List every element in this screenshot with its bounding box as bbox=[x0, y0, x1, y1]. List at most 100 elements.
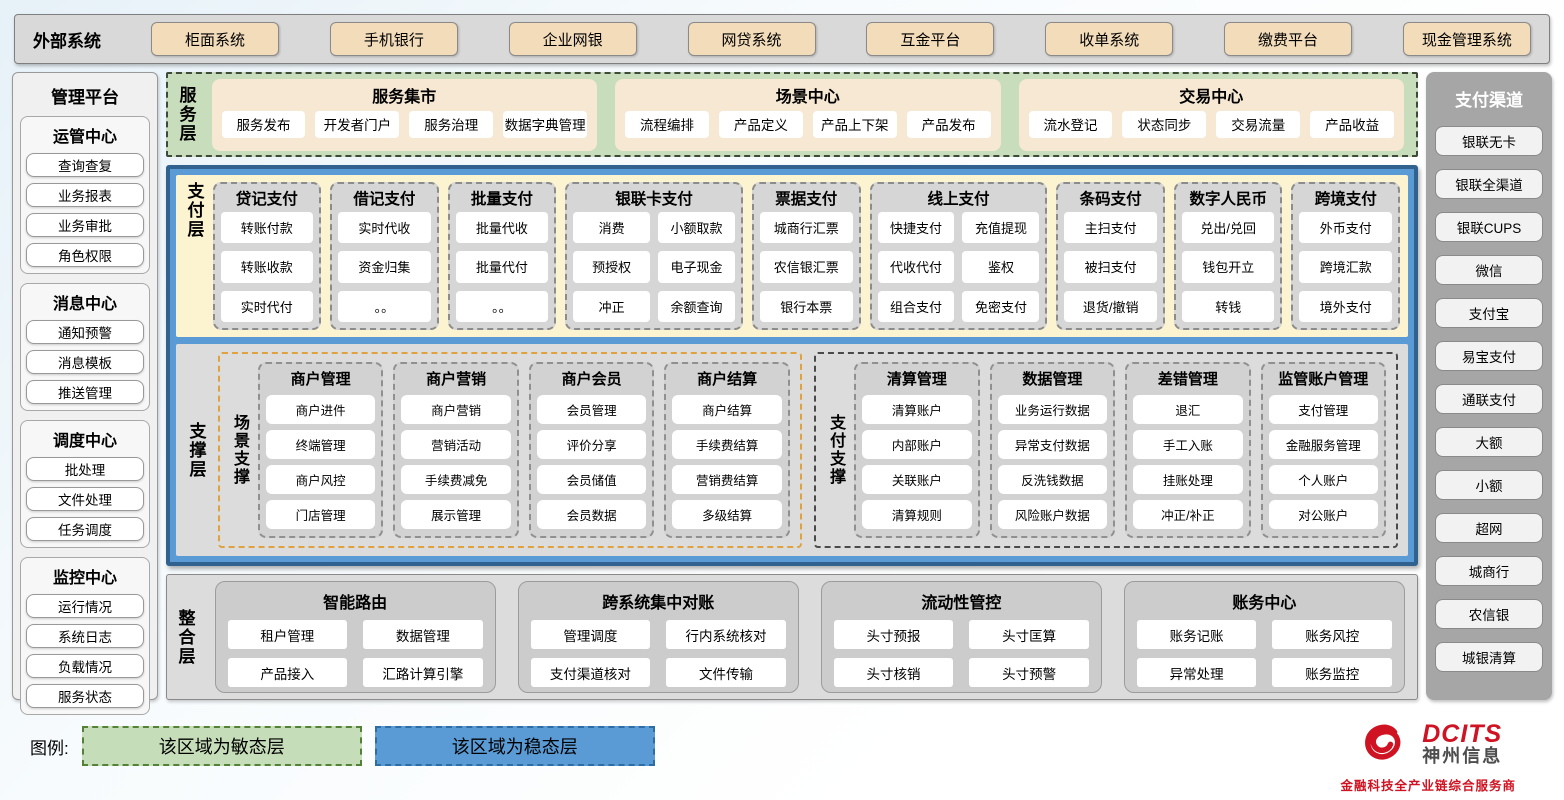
integration-item[interactable]: 头寸匡算 bbox=[969, 620, 1089, 649]
payment-item[interactable]: 代收代付 bbox=[877, 251, 955, 283]
support-item[interactable]: 会员数据 bbox=[536, 500, 647, 529]
service-item[interactable]: 产品上下架 bbox=[812, 110, 897, 138]
payment-item[interactable]: 外币支付 bbox=[1299, 212, 1392, 244]
support-item[interactable]: 商户结算 bbox=[672, 395, 782, 424]
integration-item[interactable]: 头寸核销 bbox=[833, 658, 954, 687]
payment-channel-item[interactable]: 超网 bbox=[1435, 513, 1543, 543]
payment-item[interactable]: 退货/撤销 bbox=[1064, 290, 1157, 322]
payment-item[interactable]: 快捷支付 bbox=[877, 212, 955, 244]
support-item[interactable]: 支付管理 bbox=[1268, 395, 1379, 424]
payment-item[interactable]: 批量代付 bbox=[455, 251, 549, 283]
payment-item[interactable]: 。。 bbox=[455, 290, 549, 322]
management-item[interactable]: 负载情况 bbox=[26, 654, 144, 678]
management-item[interactable]: 推送管理 bbox=[26, 380, 144, 404]
support-item[interactable]: 营销活动 bbox=[401, 430, 511, 459]
integration-item[interactable]: 头寸预警 bbox=[969, 658, 1089, 687]
payment-item[interactable]: 小额取款 bbox=[658, 212, 735, 244]
payment-channel-item[interactable]: 支付宝 bbox=[1435, 298, 1543, 328]
integration-item[interactable]: 汇路计算引擎 bbox=[363, 658, 483, 687]
support-item[interactable]: 清算账户 bbox=[862, 395, 972, 424]
service-item[interactable]: 开发者门户 bbox=[315, 110, 400, 138]
external-system-button-1[interactable]: 柜面系统 bbox=[151, 22, 279, 56]
payment-item[interactable]: 转账付款 bbox=[220, 212, 314, 244]
payment-item[interactable]: 。。 bbox=[338, 290, 431, 322]
payment-item[interactable]: 电子现金 bbox=[658, 251, 735, 283]
payment-item[interactable]: 跨境汇款 bbox=[1299, 251, 1392, 283]
management-item[interactable]: 批处理 bbox=[26, 457, 144, 481]
support-item[interactable]: 个人账户 bbox=[1268, 465, 1379, 494]
support-item[interactable]: 退汇 bbox=[1133, 395, 1243, 424]
integration-item[interactable]: 支付渠道核对 bbox=[530, 658, 651, 687]
payment-item[interactable]: 银行本票 bbox=[760, 290, 853, 322]
service-item[interactable]: 产品发布 bbox=[906, 110, 991, 138]
payment-channel-item[interactable]: 城商行 bbox=[1435, 556, 1543, 586]
payment-item[interactable]: 实时代付 bbox=[220, 290, 314, 322]
external-system-button-6[interactable]: 收单系统 bbox=[1045, 22, 1174, 56]
payment-item[interactable]: 消费 bbox=[573, 212, 651, 244]
integration-item[interactable]: 租户管理 bbox=[227, 620, 348, 649]
support-item[interactable]: 会员管理 bbox=[536, 395, 647, 424]
payment-item[interactable]: 批量代收 bbox=[455, 212, 549, 244]
service-item[interactable]: 交易流量 bbox=[1216, 110, 1301, 138]
payment-channel-item[interactable]: 通联支付 bbox=[1435, 384, 1543, 414]
management-item[interactable]: 通知预警 bbox=[26, 320, 144, 344]
support-item[interactable]: 终端管理 bbox=[265, 430, 376, 459]
service-item[interactable]: 服务发布 bbox=[221, 110, 306, 138]
support-item[interactable]: 异常支付数据 bbox=[997, 430, 1108, 459]
support-item[interactable]: 手工入账 bbox=[1133, 430, 1243, 459]
management-item[interactable]: 角色权限 bbox=[26, 243, 144, 267]
support-item[interactable]: 内部账户 bbox=[862, 430, 972, 459]
support-item[interactable]: 冲正/补正 bbox=[1133, 500, 1243, 529]
service-item[interactable]: 状态同步 bbox=[1122, 110, 1207, 138]
integration-item[interactable]: 文件传输 bbox=[666, 658, 786, 687]
payment-item[interactable]: 兑出/兑回 bbox=[1181, 212, 1275, 244]
payment-item[interactable]: 鉴权 bbox=[962, 251, 1040, 283]
payment-item[interactable]: 钱包开立 bbox=[1181, 251, 1275, 283]
support-item[interactable]: 清算规则 bbox=[862, 500, 972, 529]
integration-item[interactable]: 头寸预报 bbox=[833, 620, 954, 649]
payment-item[interactable]: 余额查询 bbox=[658, 290, 735, 322]
support-item[interactable]: 评价分享 bbox=[536, 430, 647, 459]
payment-channel-item[interactable]: 小额 bbox=[1435, 470, 1543, 500]
integration-item[interactable]: 异常处理 bbox=[1136, 658, 1257, 687]
support-item[interactable]: 对公账户 bbox=[1268, 500, 1379, 529]
integration-item[interactable]: 数据管理 bbox=[363, 620, 483, 649]
payment-item[interactable]: 转账收款 bbox=[220, 251, 314, 283]
management-item[interactable]: 任务调度 bbox=[26, 517, 144, 541]
support-item[interactable]: 风险账户数据 bbox=[997, 500, 1108, 529]
payment-channel-item[interactable]: 大额 bbox=[1435, 427, 1543, 457]
management-item[interactable]: 系统日志 bbox=[26, 624, 144, 648]
service-item[interactable]: 产品收益 bbox=[1310, 110, 1395, 138]
support-item[interactable]: 营销费结算 bbox=[672, 465, 782, 494]
integration-item[interactable]: 产品接入 bbox=[227, 658, 348, 687]
service-item[interactable]: 流水登记 bbox=[1028, 110, 1113, 138]
support-item[interactable]: 手续费结算 bbox=[672, 430, 782, 459]
integration-item[interactable]: 账务风控 bbox=[1272, 620, 1392, 649]
service-item[interactable]: 服务治理 bbox=[409, 110, 494, 138]
management-item[interactable]: 运行情况 bbox=[26, 594, 144, 618]
payment-item[interactable]: 免密支付 bbox=[962, 290, 1040, 322]
support-item[interactable]: 商户风控 bbox=[265, 465, 376, 494]
payment-channel-item[interactable]: 易宝支付 bbox=[1435, 341, 1543, 371]
support-item[interactable]: 商户营销 bbox=[401, 395, 511, 424]
support-item[interactable]: 展示管理 bbox=[401, 500, 511, 529]
support-item[interactable]: 关联账户 bbox=[862, 465, 972, 494]
management-item[interactable]: 查询查复 bbox=[26, 153, 144, 177]
support-item[interactable]: 挂账处理 bbox=[1133, 465, 1243, 494]
integration-item[interactable]: 账务记账 bbox=[1136, 620, 1257, 649]
payment-channel-item[interactable]: 农信银 bbox=[1435, 599, 1543, 629]
service-item[interactable]: 流程编排 bbox=[625, 110, 709, 138]
integration-item[interactable]: 管理调度 bbox=[530, 620, 651, 649]
support-item[interactable]: 门店管理 bbox=[265, 500, 376, 529]
support-item[interactable]: 业务运行数据 bbox=[997, 395, 1108, 424]
integration-item[interactable]: 行内系统核对 bbox=[666, 620, 786, 649]
management-item[interactable]: 文件处理 bbox=[26, 487, 144, 511]
payment-channel-item[interactable]: 银联CUPS bbox=[1435, 212, 1543, 242]
payment-item[interactable]: 冲正 bbox=[573, 290, 651, 322]
support-item[interactable]: 商户进件 bbox=[265, 395, 376, 424]
external-system-button-5[interactable]: 互金平台 bbox=[866, 22, 995, 56]
payment-item[interactable]: 农信银汇票 bbox=[760, 251, 853, 283]
payment-item[interactable]: 城商行汇票 bbox=[760, 212, 853, 244]
payment-item[interactable]: 预授权 bbox=[573, 251, 651, 283]
management-item[interactable]: 服务状态 bbox=[26, 684, 144, 708]
